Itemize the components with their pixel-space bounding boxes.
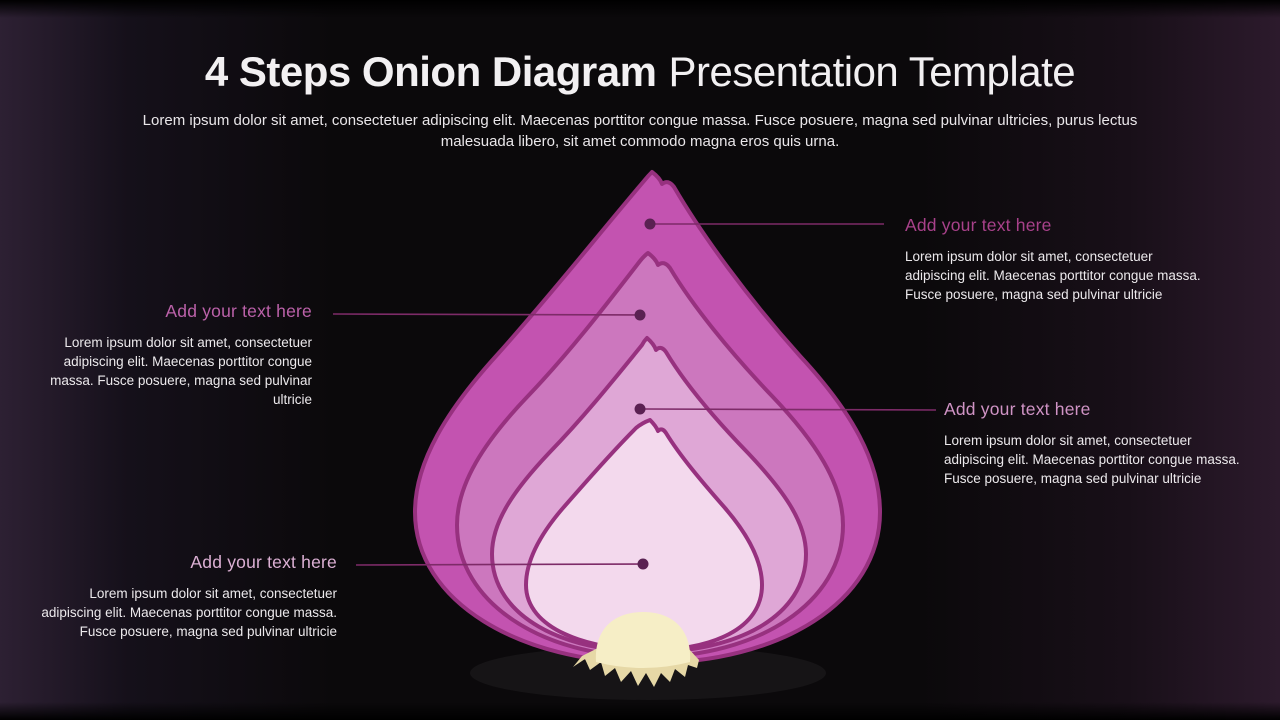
callout-middle-right: Add your text here Lorem ipsum dolor sit…	[944, 399, 1246, 488]
slide-subtitle: Lorem ipsum dolor sit amet, consectetuer…	[142, 112, 1138, 150]
callout-2-dot	[634, 309, 646, 321]
callout-2-line	[332, 313, 641, 316]
slide-title-bold: 4 Steps Onion Diagram	[204, 48, 657, 95]
callout-top-right: Add your text here Lorem ipsum dolor sit…	[905, 215, 1207, 304]
callout-bottom-left-heading: Add your text here	[190, 552, 337, 572]
callout-bottom-left: Add your text here Lorem ipsum dolor sit…	[37, 552, 337, 641]
callout-4-dot	[637, 558, 649, 570]
callout-middle-left: Add your text here Lorem ipsum dolor sit…	[27, 301, 312, 409]
callout-4-connector	[355, 558, 649, 570]
slide-title-regular: Presentation Template	[668, 48, 1076, 95]
callout-bottom-left-body: Lorem ipsum dolor sit amet, consectetuer…	[41, 586, 337, 639]
onion-root-dome	[595, 612, 691, 668]
callout-middle-left-body: Lorem ipsum dolor sit amet, consectetuer…	[50, 335, 312, 407]
callout-middle-right-heading: Add your text here	[944, 399, 1091, 419]
onion-layer-4	[524, 418, 764, 652]
callout-2-connector	[332, 309, 646, 321]
callout-3-dot	[634, 403, 646, 415]
callout-3-connector	[634, 403, 937, 415]
callout-3-line	[644, 408, 937, 411]
callout-top-right-heading: Add your text here	[905, 215, 1052, 235]
callout-middle-left-heading: Add your text here	[165, 301, 312, 321]
callout-1-dot	[644, 218, 656, 230]
callout-top-right-body: Lorem ipsum dolor sit amet, consectetuer…	[905, 249, 1201, 302]
callout-middle-right-body: Lorem ipsum dolor sit amet, consectetuer…	[944, 433, 1240, 486]
callout-4-line	[355, 563, 644, 566]
callout-1-connector	[644, 218, 884, 230]
